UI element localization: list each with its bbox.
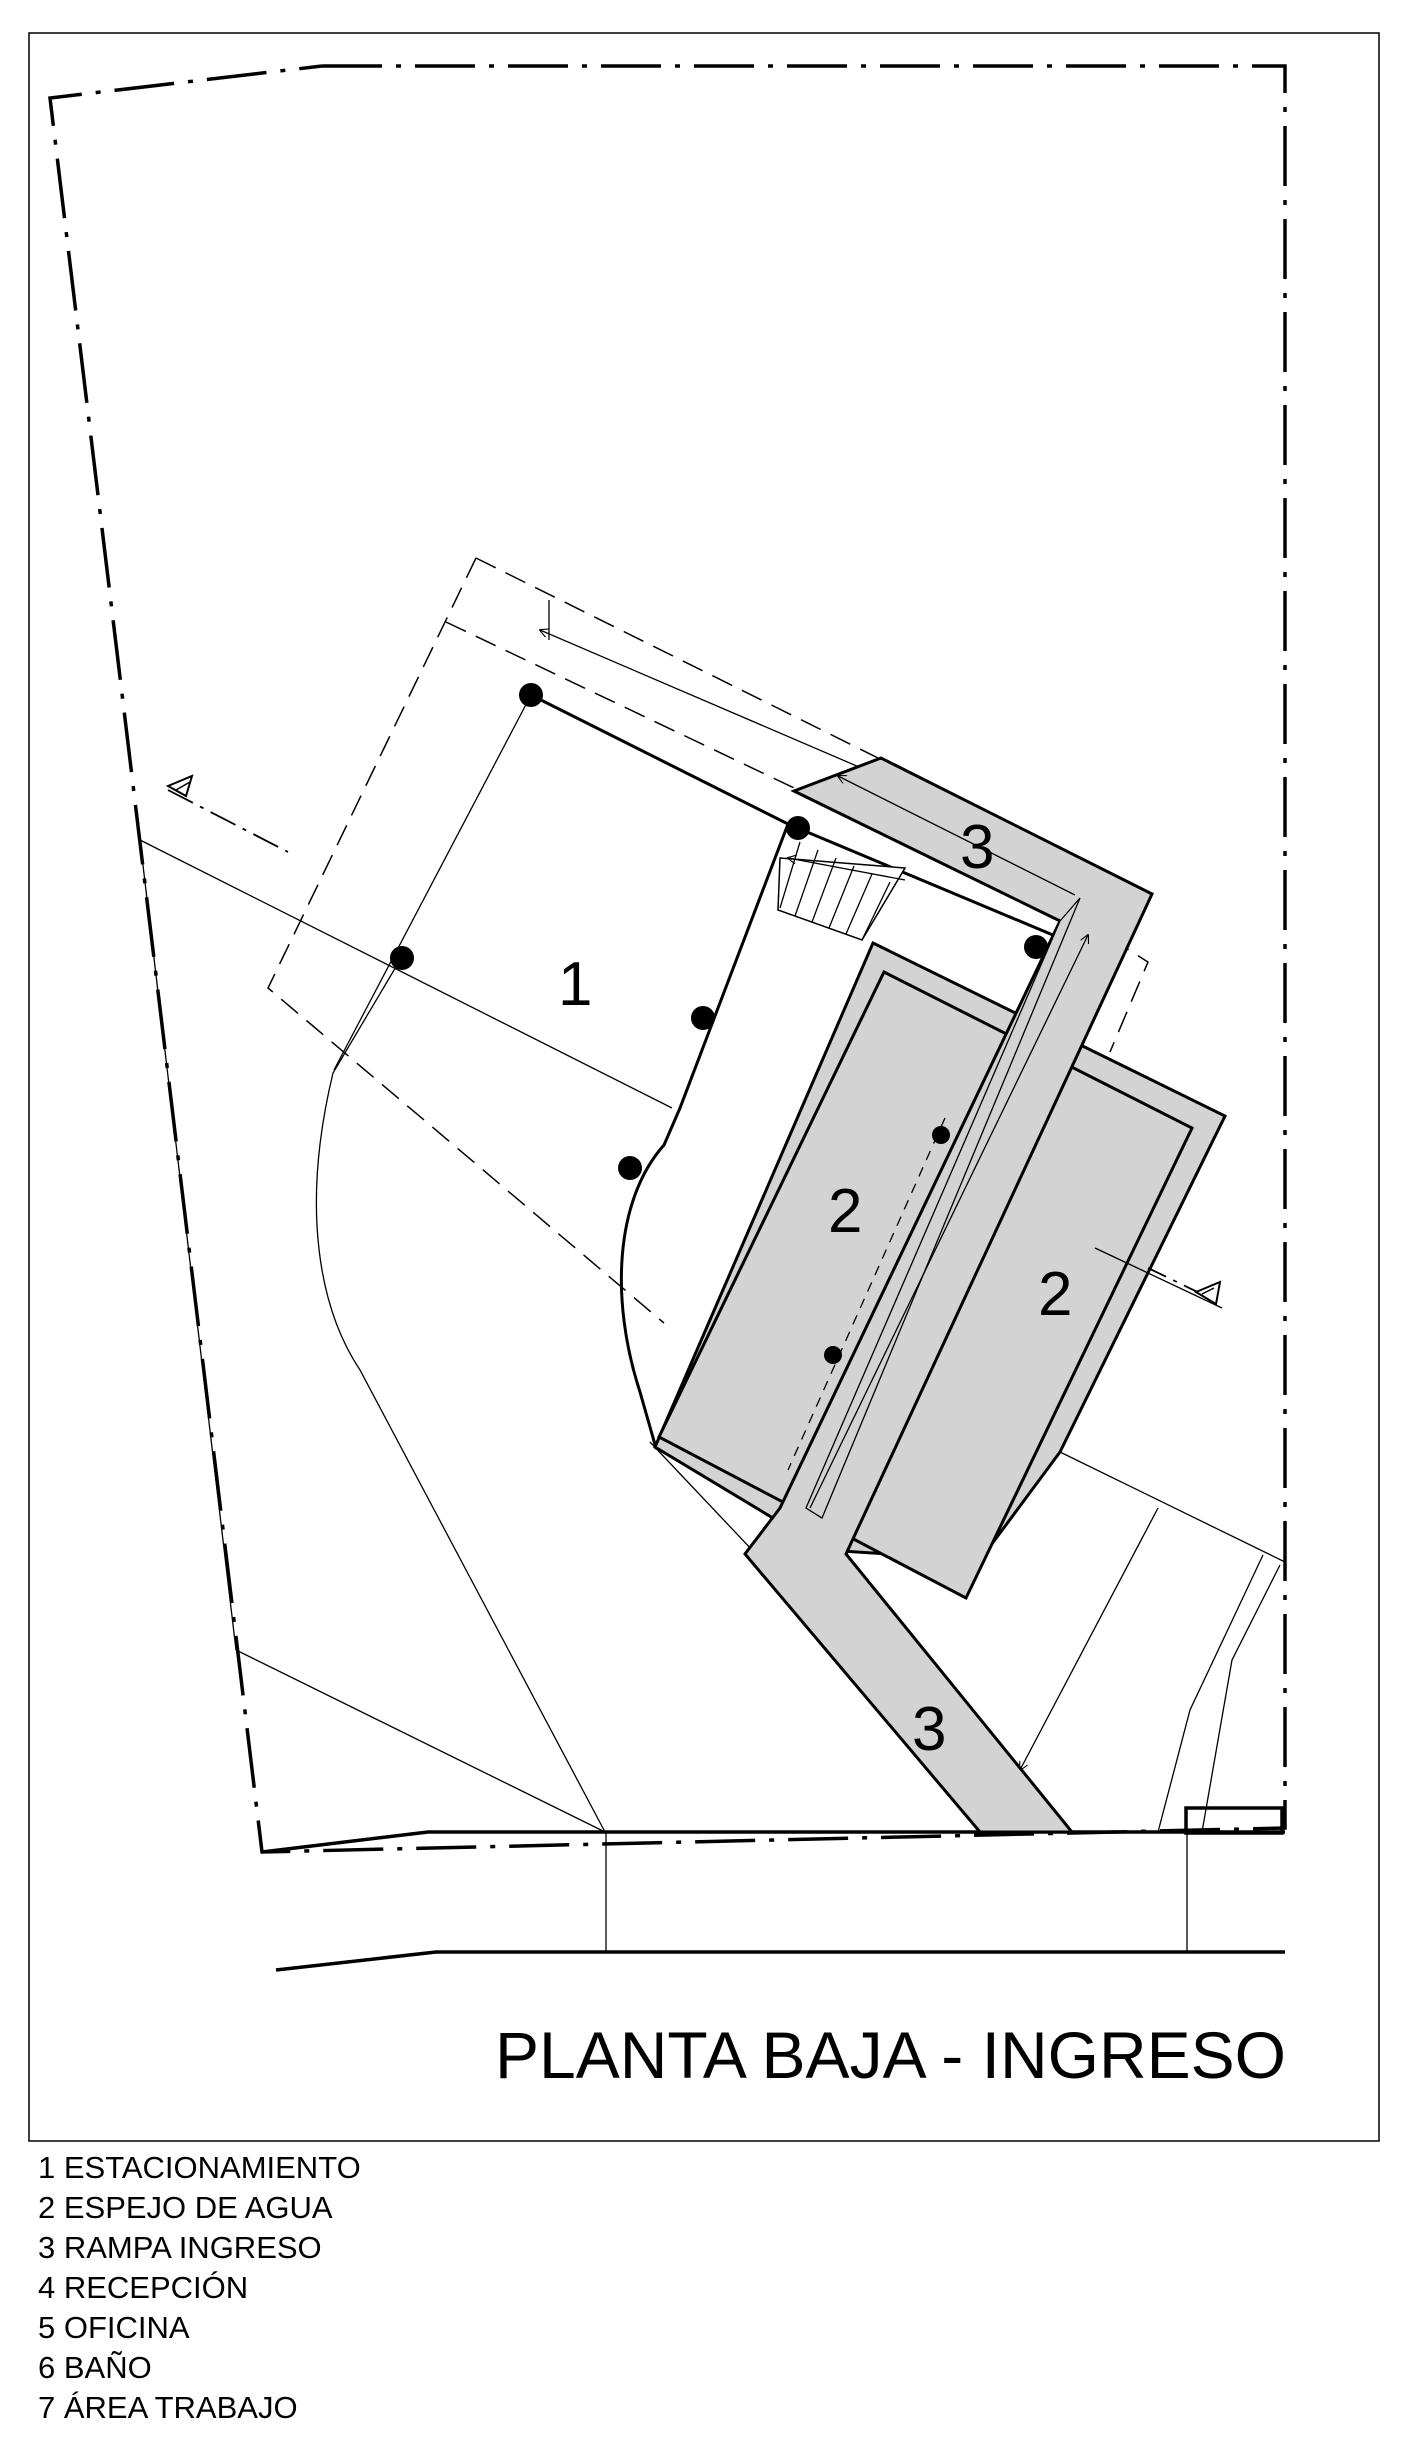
parking-outline (530, 693, 871, 1550)
legend-item: 5 OFICINA (38, 2310, 190, 2345)
label-estacionamiento: 1 (558, 950, 592, 1019)
dimension-arrow (540, 630, 881, 777)
legend-item: 2 ESPEJO DE AGUA (38, 2190, 333, 2225)
entrance-ramp (743, 756, 1154, 1834)
columns (390, 683, 1048, 1364)
legend-item: 7 ÁREA TRABAJO (38, 2390, 298, 2425)
sheet-frame (28, 32, 1380, 2142)
legend-item: 1 ESTACIONAMIENTO (38, 2150, 361, 2185)
ramp-arrow-up (809, 935, 1088, 1509)
ramp-arrow-top (838, 776, 1076, 896)
street-element (1184, 1806, 1284, 1835)
parking-west-line (333, 694, 532, 1071)
label-rampa-top: 3 (960, 813, 994, 882)
stairs (777, 841, 907, 941)
legend-item: 4 RECEPCIÓN (38, 2270, 249, 2305)
entrance-ramp-inner (805, 897, 1081, 1519)
label-espejo-agua-left: 2 (828, 1177, 862, 1246)
property-line (48, 64, 1287, 1854)
label-rampa-bottom: 3 (912, 1695, 946, 1764)
section-marker-right (1147, 1267, 1222, 1306)
plan-title: PLANTA BAJA - INGRESO (495, 2018, 1286, 2092)
street (261, 1830, 1285, 1972)
legend-item: 6 BAÑO (38, 2350, 152, 2385)
legend-item: 3 RAMPA INGRESO (38, 2230, 322, 2265)
label-espejo-agua-right: 2 (1038, 1260, 1072, 1329)
section-marker-left (165, 774, 289, 853)
legend: 1 ESTACIONAMIENTO 2 ESPEJO DE AGUA 3 RAM… (38, 2148, 361, 2428)
